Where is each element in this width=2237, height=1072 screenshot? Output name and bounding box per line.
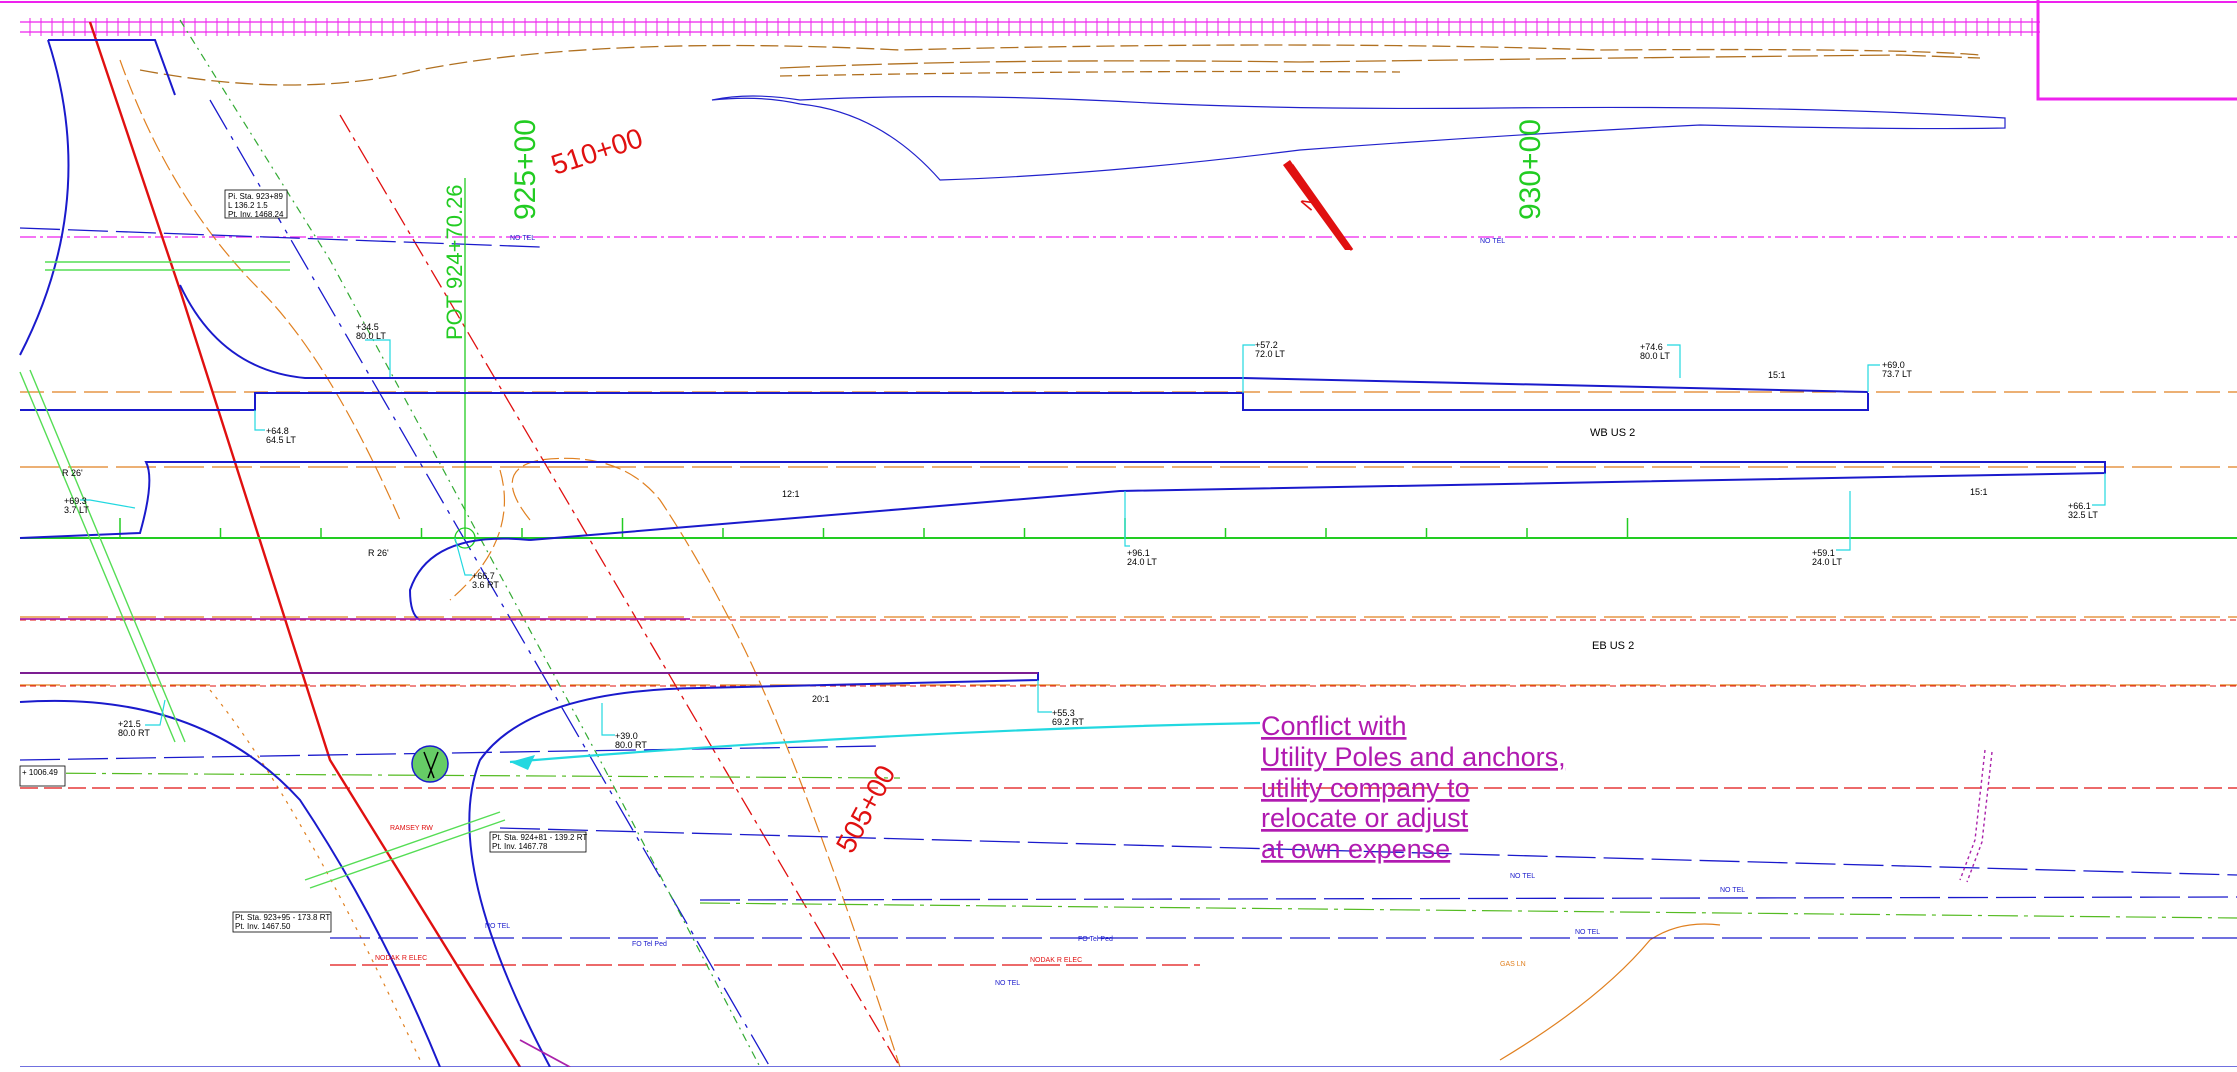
invert-box: Pt. Sta. 923+95 - 173.8 RT Pt. Inv. 1467…: [232, 911, 332, 933]
svg-text:Pt. Sta. 924+81 - 139.2 RT: Pt. Sta. 924+81 - 139.2 RT: [492, 833, 587, 842]
offset-station: +59.1: [1812, 548, 1835, 558]
taper-label: 15:1: [1970, 487, 1988, 497]
svg-text:L 136.2 1.5: L 136.2 1.5: [228, 201, 268, 210]
offset-distance: 80.0 LT: [1640, 351, 1670, 361]
offset-distance: 64.5 LT: [266, 435, 296, 445]
invert-box: Pt. Sta. 924+81 - 139.2 RT Pt. Inv. 1467…: [489, 831, 587, 853]
utility-label: NO TEL: [1720, 887, 1745, 894]
offset-distance: 24.0 LT: [1812, 557, 1842, 567]
utility-label: NODAK R ELEC: [1030, 957, 1082, 964]
centerline-power: [88, 21, 522, 1068]
svg-text:Pt. Inv. 1468.24: Pt. Inv. 1468.24: [228, 210, 284, 219]
offset-station: +57.2: [1255, 340, 1278, 350]
station-label-505: 505+00: [830, 760, 902, 858]
utility-label: FO Tel Ped: [1078, 936, 1113, 943]
invert-box: + 1006.49: [19, 765, 66, 787]
offset-distance: 80.0 LT: [356, 331, 386, 341]
offset-distance: 3.7 LT: [64, 505, 89, 515]
radius-label: R 26': [368, 548, 389, 558]
offset-station: +64.8: [266, 426, 289, 436]
eb-road-label: EB US 2: [1592, 640, 1634, 652]
wb-road-label: WB US 2: [1590, 427, 1635, 439]
fence-line: [1959, 749, 1993, 883]
utility-label: NO TEL: [1480, 238, 1505, 245]
svg-text:Pt. Inv. 1467.78: Pt. Inv. 1467.78: [492, 842, 548, 851]
offset-labels: +34.580.0 LT+57.272.0 LT+74.680.0 LT+69.…: [64, 322, 2098, 750]
gas-lines: [19, 19, 2237, 1068]
offset-distance: 73.7 LT: [1882, 369, 1912, 379]
taper-label: 12:1: [782, 489, 800, 499]
offset-station: +21.5: [118, 719, 141, 729]
culverts: [19, 261, 506, 889]
utility-label: NODAK R ELEC: [375, 955, 427, 962]
station-label-930: 930+00: [1514, 119, 1547, 220]
station-label-510: 510+00: [547, 122, 646, 181]
offset-station: +69.3: [64, 496, 87, 506]
utility-label: FO Tel Ped: [632, 941, 667, 948]
eb-edges: [20, 618, 1038, 1068]
taper-label: 15:1: [1768, 370, 1786, 380]
taper-label: 20:1: [812, 694, 830, 704]
utility-label: NO TEL: [485, 923, 510, 930]
callout-line: Utility Poles and anchors,: [1261, 742, 1566, 772]
offset-station: +96.1: [1127, 548, 1150, 558]
offset-distance: 80.0 RT: [118, 728, 150, 738]
offset-distance: 3.6 RT: [472, 580, 499, 590]
offset-station: +34.5: [356, 322, 379, 332]
offset-distance: 72.0 LT: [1255, 349, 1285, 359]
callout-line: utility company to: [1261, 773, 1470, 803]
utility-label: NO TEL: [995, 980, 1020, 987]
offset-distance: 24.0 LT: [1127, 557, 1157, 567]
offset-station: +55.3: [1052, 708, 1075, 718]
offset-station: +66.7: [472, 571, 495, 581]
offset-distance: 69.2 RT: [1052, 717, 1084, 727]
north-arrow-icon: [1283, 160, 1354, 251]
overhead-power-lines: [20, 114, 2237, 1068]
radius-label: R 26': [62, 468, 83, 478]
offset-station: +66.1: [2068, 501, 2091, 511]
offset-station: +69.0: [1882, 360, 1905, 370]
utility-label: NO TEL: [510, 235, 535, 242]
utility-label: NO TEL: [1510, 873, 1535, 880]
station-label-925: 925+00: [509, 119, 542, 220]
svg-text:+ 1006.49: + 1006.49: [22, 768, 58, 777]
offset-station: +39.0: [615, 731, 638, 741]
svg-text:Pt. Sta. 923+95 - 173.8 RT: Pt. Sta. 923+95 - 173.8 RT: [235, 913, 330, 922]
invert-box: Pi. Sta. 923+89 L 136.2 1.5 Pt. Inv. 146…: [224, 189, 288, 219]
offset-distance: 80.0 RT: [615, 740, 647, 750]
callout-line: Conflict with: [1261, 711, 1407, 741]
roadway-edges: [19, 39, 2106, 1068]
callout-line: at own expense: [1261, 834, 1450, 864]
offset-leaders: [80, 339, 2106, 770]
utility-label: NO TEL: [1575, 929, 1600, 936]
svg-text:Pt. Inv. 1467.50: Pt. Inv. 1467.50: [235, 922, 291, 931]
utility-pole-conflict-icon: [411, 745, 449, 783]
railroad-track: [0, 0, 2237, 101]
svg-text:Pi. Sta. 923+89: Pi. Sta. 923+89: [228, 192, 283, 201]
offset-distance: 32.5 LT: [2068, 510, 2098, 520]
wetland-boundaries: [139, 44, 2006, 181]
conflict-callout: Conflict with Utility Poles and anchors,…: [1261, 711, 1566, 864]
callout-line: relocate or adjust: [1261, 803, 1469, 833]
pot-label: POT 924+70.26: [442, 184, 467, 340]
utility-label: GAS LN: [1500, 961, 1526, 968]
utility-label: RAMSEY RW: [390, 825, 433, 832]
offset-station: +74.6: [1640, 342, 1663, 352]
